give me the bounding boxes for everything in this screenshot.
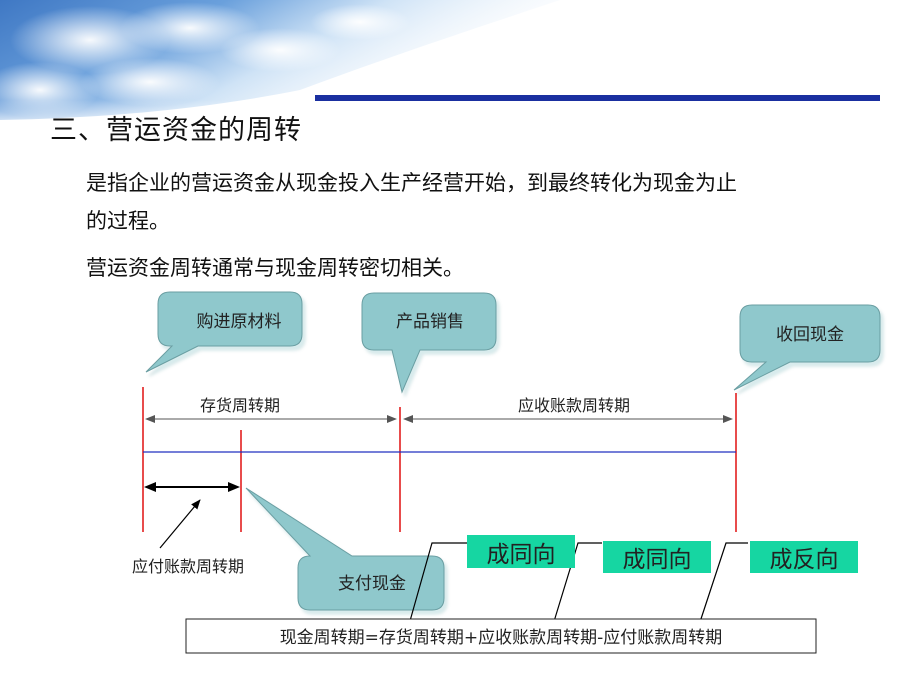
callout-collect-label: 收回现金: [776, 325, 844, 345]
badge-same-direction-2-label: 成同向: [623, 547, 692, 573]
badge-same-direction-1: [467, 535, 575, 568]
callout-collect: [733, 304, 881, 391]
badge-opposite-direction: [750, 541, 858, 573]
callout-sale: [361, 292, 497, 394]
callout-purchase-label: 购进原材料: [197, 312, 282, 332]
connector-receivable: [551, 542, 602, 629]
badge-same-direction-2: [603, 541, 711, 573]
badge-opposite-direction-label: 成反向: [770, 547, 839, 573]
callout-pay-label: 支付现金: [338, 574, 406, 594]
payable-period-label: 应付账款周转期: [132, 557, 244, 576]
definition-text-line1: 是指企业的营运资金从现金投入生产经营开始，到最终转化为现金为止: [86, 171, 737, 195]
formula-text: 现金周转期=存货周转期+应收账款周转期-应付账款周转期: [280, 628, 723, 648]
badge-same-direction-1-label: 成同向: [487, 542, 556, 568]
title-rule: [315, 95, 880, 101]
callout-pay: [245, 487, 445, 611]
connector-inventory: [407, 542, 468, 629]
receivable-period-label: 应收账款周转期: [518, 396, 630, 415]
sky-header-image: [0, 0, 880, 130]
callout-purchase: [145, 291, 303, 373]
inventory-period-label: 存货周转期: [200, 396, 280, 415]
definition-text-line2: 的过程。: [86, 209, 170, 233]
payable-pointer-arrow: [159, 499, 201, 549]
formula-box: [185, 618, 817, 654]
callout-sale-label: 产品销售: [396, 312, 464, 332]
relation-text: 营运资金周转通常与现金周转密切相关。: [86, 256, 464, 280]
connector-payable: [697, 542, 748, 629]
page-title: 三、营运资金的周转: [50, 115, 302, 146]
